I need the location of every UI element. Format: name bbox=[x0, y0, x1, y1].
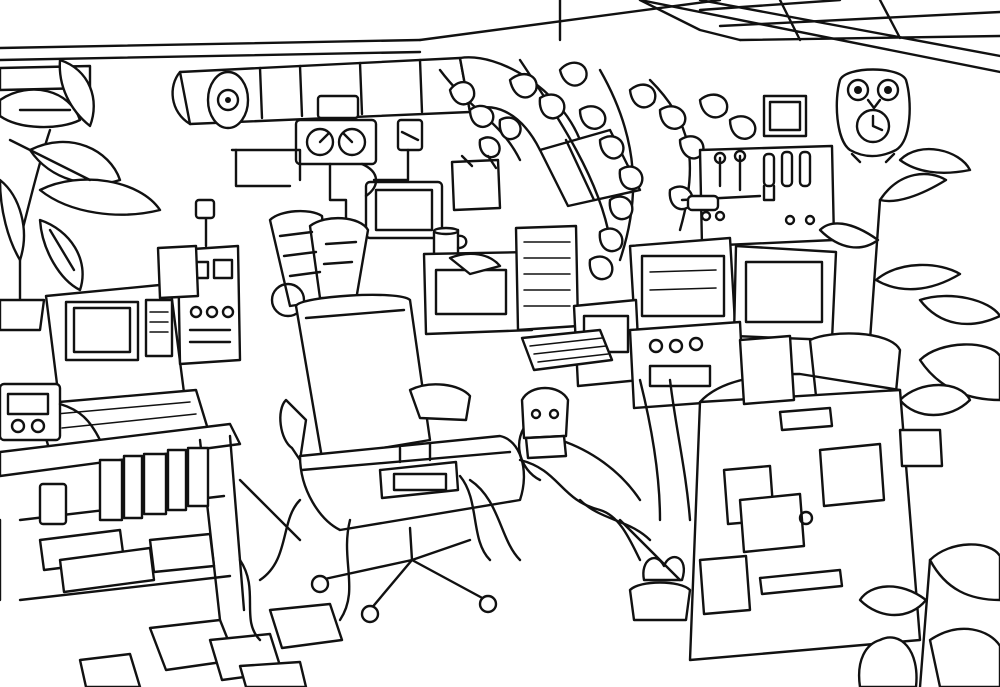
chair-cables bbox=[238, 474, 522, 622]
right-computer-console bbox=[572, 236, 838, 410]
tall-equipment-rack bbox=[156, 244, 242, 366]
right-plant bbox=[808, 147, 1000, 417]
wall-monitor bbox=[364, 180, 444, 240]
left-plant bbox=[0, 58, 162, 332]
wall-gauges bbox=[294, 94, 424, 166]
hanging-ivy bbox=[438, 58, 757, 281]
tool-pegboard bbox=[680, 144, 836, 248]
left-desk bbox=[0, 422, 246, 622]
bookshelf bbox=[0, 446, 232, 602]
office-chair bbox=[279, 293, 526, 624]
front-right-plant bbox=[857, 543, 1000, 687]
floor-papers bbox=[78, 602, 344, 687]
window-frame bbox=[762, 94, 808, 138]
left-desk-gadget bbox=[0, 382, 102, 442]
floor-robot bbox=[520, 386, 570, 460]
cables bbox=[238, 378, 692, 642]
coffee-mug bbox=[432, 226, 468, 259]
keyboard bbox=[520, 328, 614, 372]
center-console bbox=[422, 224, 580, 336]
ceiling bbox=[0, 0, 1000, 74]
floor-plant-pot bbox=[628, 555, 692, 622]
robot-arm bbox=[268, 209, 370, 318]
wall-wires bbox=[194, 148, 410, 248]
cabinet-with-notes bbox=[688, 334, 944, 662]
sticky-note bbox=[450, 154, 502, 212]
owl-clock bbox=[835, 68, 911, 164]
skylight bbox=[638, 0, 1000, 42]
